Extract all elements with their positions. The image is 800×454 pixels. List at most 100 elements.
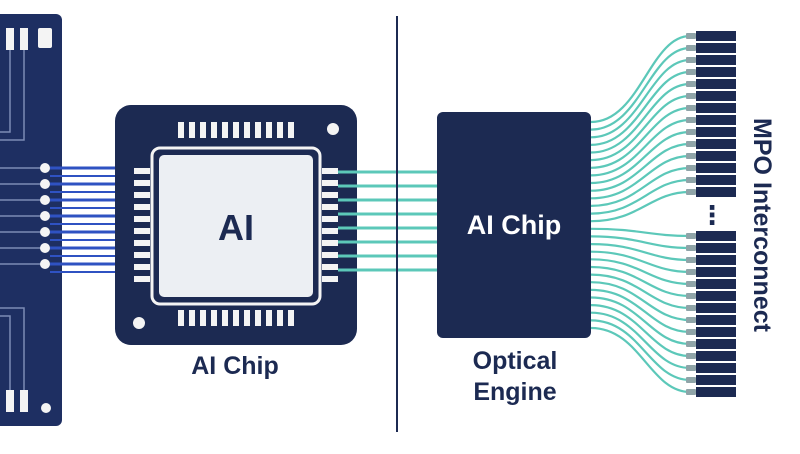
optical-fiber: [590, 118, 691, 177]
board-component: [6, 390, 14, 412]
mpo-port: [696, 339, 736, 349]
chip-pin-bottom: [211, 310, 217, 326]
fiber-ferrule: [686, 341, 696, 347]
mpo-port: [696, 151, 736, 161]
optical-fiber: [590, 296, 691, 346]
board-component: [6, 28, 14, 50]
fiber-ferrule: [686, 57, 696, 63]
optical-link-group: [338, 170, 437, 272]
fiber-fanout: [590, 34, 691, 394]
chip-pin-left: [134, 168, 150, 174]
chip-pin-top: [211, 122, 217, 138]
optical-fiber: [590, 235, 691, 250]
mpo-interconnect-label: MPO Interconnect: [748, 118, 776, 333]
optical-fiber: [590, 34, 691, 124]
chip-pin-top: [277, 122, 283, 138]
chip-pin-right: [322, 252, 338, 258]
board-pad: [40, 179, 50, 189]
chip-pin-top: [189, 122, 195, 138]
chip-pin-top: [266, 122, 272, 138]
chip-pin-bottom: [200, 310, 206, 326]
mpo-port: [696, 387, 736, 397]
mpo-port: [696, 31, 736, 41]
fiber-ferrule: [686, 377, 696, 383]
board-pad: [40, 195, 50, 205]
circuit-board: [0, 14, 62, 426]
board-pad: [40, 227, 50, 237]
board-trace: [0, 50, 25, 141]
optical-engine-caption-line2: Engine: [473, 378, 556, 406]
board-mount-hole: [41, 403, 51, 413]
board-component: [38, 28, 52, 48]
chip-pin-right: [322, 204, 338, 210]
chip-pin-right: [322, 276, 338, 282]
optical-fiber: [590, 288, 691, 334]
chip-pin-bottom: [178, 310, 184, 326]
chip-pin-bottom: [266, 310, 272, 326]
fiber-ferrule: [686, 329, 696, 335]
fiber-ferrule: [686, 45, 696, 51]
fiber-ferrule: [686, 153, 696, 159]
mpo-port: [696, 291, 736, 301]
chip-pin-left: [134, 216, 150, 222]
chip-pin-right: [322, 168, 338, 174]
optical-engine-chip-label: AI Chip: [467, 210, 562, 240]
optical-fiber: [590, 319, 691, 382]
chip-pin-group: [134, 122, 338, 326]
mpo-port-group: [686, 31, 736, 397]
fiber-ferrule: [686, 293, 696, 299]
chip-pin-left: [134, 252, 150, 258]
mpo-port: [696, 363, 736, 373]
mpo-ellipsis: ⋮: [699, 200, 725, 230]
optical-fiber: [590, 94, 691, 162]
mpo-port: [696, 115, 736, 125]
optical-fiber: [590, 46, 691, 131]
chip-pin-bottom: [288, 310, 294, 326]
optical-fiber: [590, 326, 691, 394]
fiber-ferrule: [686, 353, 696, 359]
board-trace: [0, 307, 25, 390]
board-trace: [0, 315, 11, 390]
mpo-port: [696, 267, 736, 277]
ai-chip-caption: AI Chip: [191, 352, 279, 380]
fiber-ferrule: [686, 177, 696, 183]
mpo-port: [696, 91, 736, 101]
mpo-port: [696, 243, 736, 253]
optical-fiber: [590, 304, 691, 358]
chip-die-outline: [150, 146, 322, 306]
mpo-port: [696, 103, 736, 113]
optical-fiber: [590, 142, 691, 192]
optical-fiber: [590, 281, 691, 322]
optical-fiber: [590, 243, 691, 262]
chip-pin-right: [322, 240, 338, 246]
optical-fiber: [590, 273, 691, 310]
fiber-ferrule: [686, 117, 696, 123]
chip-orientation-mark: [327, 123, 339, 135]
mpo-port: [696, 187, 736, 197]
mpo-port: [696, 43, 736, 53]
optical-fiber: [590, 70, 691, 146]
chip-pin-bottom: [189, 310, 195, 326]
fiber-ferrule: [686, 33, 696, 39]
fiber-ferrule: [686, 281, 696, 287]
optical-engine-body: [437, 112, 591, 338]
mpo-port: [696, 315, 736, 325]
chip-die: [159, 155, 313, 297]
chip-pin-bottom: [244, 310, 250, 326]
chip-pin-right: [322, 264, 338, 270]
fiber-ferrule: [686, 305, 696, 311]
board-trace: [0, 50, 11, 133]
chip-pin-bottom: [277, 310, 283, 326]
mpo-port: [696, 375, 736, 385]
fiber-ferrule: [686, 93, 696, 99]
chip-pin-top: [288, 122, 294, 138]
mpo-port: [696, 255, 736, 265]
optical-fiber: [590, 178, 691, 215]
mpo-port: [696, 55, 736, 65]
optical-fiber: [590, 106, 691, 169]
chip-pin-bottom: [222, 310, 228, 326]
optical-fiber: [590, 130, 691, 185]
optical-fiber: [590, 166, 691, 207]
